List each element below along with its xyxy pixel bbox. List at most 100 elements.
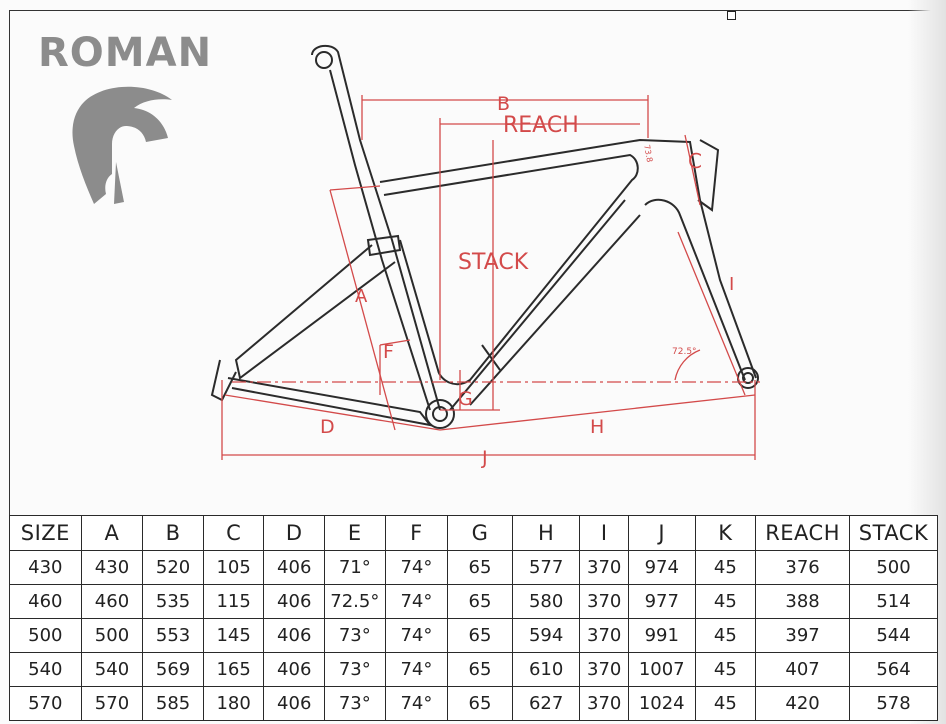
header-size: SIZE <box>9 515 82 551</box>
cell-g: 65 <box>447 652 513 687</box>
cell-d: 406 <box>263 686 326 721</box>
label-d: D <box>320 416 335 438</box>
cell-reach: 388 <box>755 584 851 619</box>
cell-size: 500 <box>9 618 82 653</box>
cell-i: 370 <box>579 550 629 585</box>
label-b: B <box>497 93 510 115</box>
cell-j: 1024 <box>627 686 696 721</box>
header-a: A <box>80 515 144 551</box>
cell-j: 991 <box>627 618 696 653</box>
cell-c: 105 <box>202 550 265 585</box>
cell-reach: 407 <box>755 652 851 687</box>
corner-marker <box>727 11 736 20</box>
cell-e: 71° <box>324 550 386 585</box>
cell-i: 370 <box>579 652 629 687</box>
label-i: I <box>729 274 734 295</box>
cell-i: 370 <box>579 686 629 721</box>
cell-i: 370 <box>579 618 629 653</box>
cell-c: 180 <box>202 686 265 721</box>
cell-size: 540 <box>9 652 82 687</box>
cell-c: 115 <box>202 584 265 619</box>
cell-a: 460 <box>80 584 144 619</box>
dimension-labels: B REACH STACK C A F I G D H J 72.5° 73.8 <box>320 93 734 469</box>
dimension-lines <box>221 95 760 460</box>
frame-geometry-drawing: B REACH STACK C A F I G D H J 72.5° 73.8 <box>210 44 760 469</box>
cell-a: 540 <box>80 652 144 687</box>
label-a: A <box>355 286 368 307</box>
table-header-row: SIZE A B C D E F G H I J K REACH STACK <box>9 515 938 551</box>
header-e: E <box>324 515 386 551</box>
cell-e: 73° <box>324 652 386 687</box>
header-c: C <box>202 515 265 551</box>
cell-stack: 514 <box>849 584 938 619</box>
header-stack: STACK <box>849 515 938 551</box>
cell-b: 569 <box>142 652 204 687</box>
cell-f: 74° <box>384 584 449 619</box>
header-h: H <box>511 515 581 551</box>
cell-i: 370 <box>579 584 629 619</box>
cell-d: 406 <box>263 618 326 653</box>
cell-c: 165 <box>202 652 265 687</box>
cell-d: 406 <box>263 652 326 687</box>
bike-frame <box>210 44 759 429</box>
label-head-angle: 72.5° <box>672 347 697 357</box>
table-row: 460 460 535 115 406 72.5° 74° 65 580 370… <box>9 584 938 619</box>
cell-size: 430 <box>9 550 82 585</box>
cell-g: 65 <box>447 584 513 619</box>
header-b: B <box>142 515 204 551</box>
cell-g: 65 <box>447 686 513 721</box>
header-d: D <box>263 515 326 551</box>
cell-h: 580 <box>511 584 581 619</box>
cell-b: 520 <box>142 550 204 585</box>
cell-k: 45 <box>694 618 757 653</box>
cell-a: 430 <box>80 550 144 585</box>
cell-size: 460 <box>9 584 82 619</box>
cell-j: 974 <box>627 550 696 585</box>
cell-k: 45 <box>694 550 757 585</box>
helmet-logo-icon <box>72 86 172 204</box>
label-stack: STACK <box>458 250 529 275</box>
cell-reach: 376 <box>755 550 851 585</box>
cell-size: 570 <box>9 686 82 721</box>
geometry-table: SIZE A B C D E F G H I J K REACH STACK 4… <box>9 515 938 721</box>
cell-stack: 578 <box>849 686 938 721</box>
cell-stack: 544 <box>849 618 938 653</box>
label-j: J <box>481 447 488 469</box>
cell-j: 1007 <box>627 652 696 687</box>
cell-h: 594 <box>511 618 581 653</box>
cell-k: 45 <box>694 652 757 687</box>
cell-e: 72.5° <box>324 584 386 619</box>
cell-f: 74° <box>384 550 449 585</box>
table-row: 500 500 553 145 406 73° 74° 65 594 370 9… <box>9 618 938 653</box>
cell-c: 145 <box>202 618 265 653</box>
table-row: 540 540 569 165 406 73° 74° 65 610 370 1… <box>9 652 938 687</box>
header-f: F <box>384 515 449 551</box>
header-i: I <box>579 515 629 551</box>
cell-k: 45 <box>694 686 757 721</box>
cell-e: 73° <box>324 686 386 721</box>
label-g: G <box>458 388 473 410</box>
cell-d: 406 <box>263 584 326 619</box>
cell-b: 535 <box>142 584 204 619</box>
cell-h: 610 <box>511 652 581 687</box>
cell-a: 570 <box>80 686 144 721</box>
label-reach: REACH <box>503 113 579 138</box>
cell-g: 65 <box>447 550 513 585</box>
label-h: H <box>590 416 604 438</box>
cell-reach: 397 <box>755 618 851 653</box>
cell-f: 74° <box>384 652 449 687</box>
cell-g: 65 <box>447 618 513 653</box>
label-small-dim: 73.8 <box>642 144 654 163</box>
cell-k: 45 <box>694 584 757 619</box>
table-row: 430 430 520 105 406 71° 74° 65 577 370 9… <box>9 550 938 585</box>
header-reach: REACH <box>755 515 851 551</box>
header-j: J <box>627 515 696 551</box>
cell-d: 406 <box>263 550 326 585</box>
cell-f: 74° <box>384 618 449 653</box>
cell-b: 553 <box>142 618 204 653</box>
label-f: F <box>383 341 394 363</box>
header-g: G <box>447 515 513 551</box>
table-row: 570 570 585 180 406 73° 74° 65 627 370 1… <box>9 686 938 721</box>
cell-stack: 564 <box>849 652 938 687</box>
cell-e: 73° <box>324 618 386 653</box>
